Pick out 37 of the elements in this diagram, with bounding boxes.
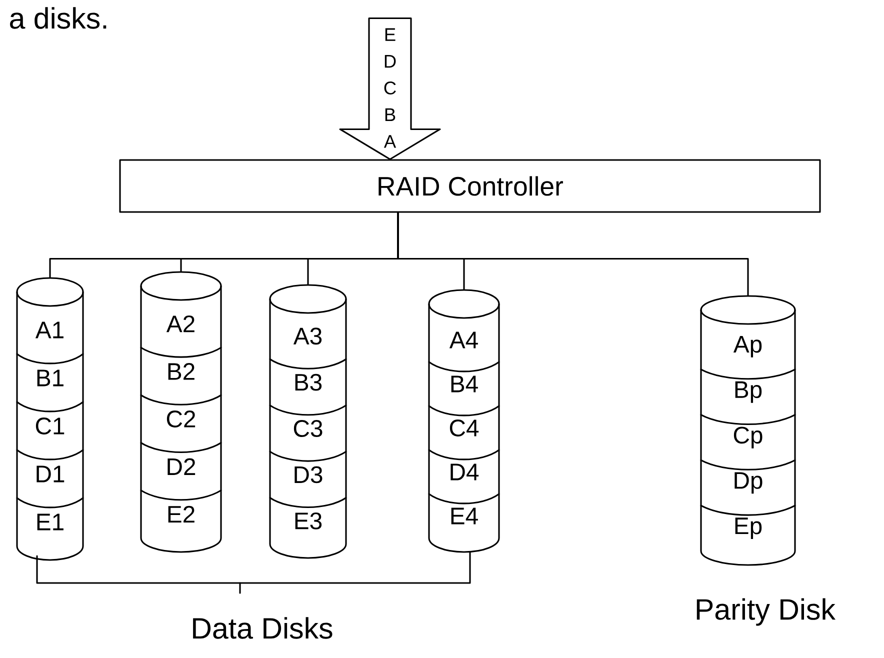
note-text: a disks. [10, 7, 106, 29]
node-label: D2 [168, 458, 196, 475]
node-label: D3 [294, 466, 322, 484]
node-label: D4 [450, 464, 479, 480]
node-label: Ep [735, 518, 762, 540]
node-label: A4 [449, 332, 478, 348]
group-label: Data Disks [193, 617, 332, 639]
node-label: Dp [734, 472, 762, 494]
node-label: A1 [35, 322, 64, 338]
node-label: C4 [450, 420, 479, 436]
disk-cylinder: Ap Bp Cp Dp Ep [700, 295, 796, 566]
node-label: E4 [451, 508, 478, 524]
node-label: C2 [166, 410, 196, 428]
node-label: D1 [36, 466, 64, 482]
disk-cylinder: A3 B3 C3 D3 E3 [269, 284, 347, 559]
node-label: B1 [37, 370, 64, 386]
disk-cylinder: A2 B2 C2 D2 E2 [140, 271, 222, 553]
node-label: E1 [37, 514, 64, 530]
controller-box: RAID Controller [119, 159, 821, 213]
disk-cylinder: A4 B4 C4 D4 E4 [428, 289, 500, 553]
node-label: A2 [166, 315, 194, 332]
node-label: B2 [168, 363, 194, 380]
disk-cylinder: A1 B1 C1 D1 E1 [16, 277, 84, 561]
node-label: B3 [295, 374, 322, 391]
edge-label: E D C B A [384, 28, 396, 148]
node-label: E3 [295, 512, 322, 530]
node-label: B4 [451, 376, 478, 392]
node-label: Cp [734, 426, 762, 448]
block-arrow [339, 17, 441, 160]
node-label: A3 [293, 328, 322, 345]
node-label: C3 [294, 420, 322, 437]
node-label: Ap [733, 336, 762, 358]
node-label: C1 [36, 418, 64, 434]
node-label: E2 [168, 506, 194, 523]
group-label: Parity Disk [696, 598, 836, 626]
connector-line [397, 212, 749, 296]
node-label: Bp [735, 381, 762, 403]
